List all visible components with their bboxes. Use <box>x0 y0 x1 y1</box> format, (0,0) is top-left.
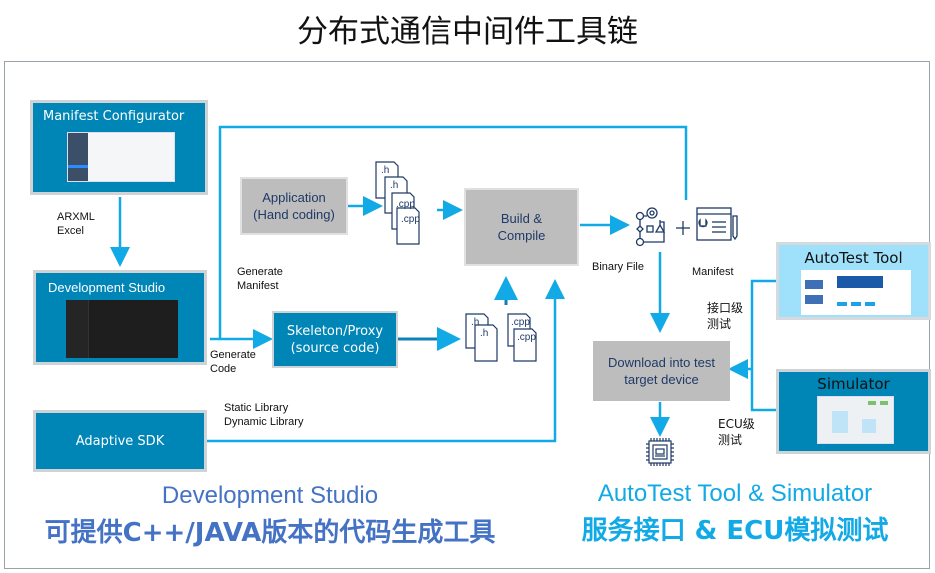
test-text: 测试 <box>707 317 732 331</box>
build-text: Build & <box>500 211 543 226</box>
interface-level-text: 接口级 <box>707 301 744 315</box>
skeleton-proxy-title: Skeleton/Proxy <box>286 323 384 339</box>
file-ext-cpp: .cpp <box>396 199 415 210</box>
generate-code-label: Generate Code <box>210 348 256 376</box>
line-test-bracket <box>750 279 778 412</box>
footer-left-title: Development Studio <box>161 482 379 509</box>
libraries-label: Static Library Dynamic Library <box>224 401 303 429</box>
page-title: 分布式通信中间件工具链 <box>297 14 638 50</box>
code-file-icon <box>474 324 498 362</box>
file-ext-cpp: .cpp <box>401 214 420 225</box>
simulator-box[interactable]: Simulator <box>776 369 931 454</box>
autotest-tool-label: AutoTest Tool <box>804 249 903 267</box>
development-studio-label: Development Studio <box>48 280 166 295</box>
svg-text:.h: .h <box>471 317 479 328</box>
manifest-label: Manifest <box>692 266 734 278</box>
footer-right-subtitle: 服务接口 & ECU模拟测试 <box>581 516 889 546</box>
adaptive-sdk-label: Adaptive SDK <box>75 433 165 449</box>
line-generate-manifest <box>218 125 688 340</box>
svg-text:.cpp: .cpp <box>517 332 536 343</box>
file-ext-h: .h <box>381 165 389 176</box>
plus-icon <box>676 221 690 235</box>
development-studio-box[interactable]: Development Studio <box>33 270 207 365</box>
footer-right: AutoTest Tool & Simulator 服务接口 & ECU模拟测试 <box>560 480 910 547</box>
interface-test-label: 接口级 测试 <box>707 300 743 332</box>
application-box[interactable]: Application (Hand coding) <box>240 177 348 235</box>
skeleton-proxy-box[interactable]: Skeleton/Proxy (source code) <box>272 311 398 368</box>
arrow-sdk-to-build <box>206 279 565 443</box>
download-line-1: Download into test <box>608 355 715 370</box>
arxml-text: ARXML <box>57 211 95 223</box>
build-compile-box[interactable]: Build & Compile <box>464 188 579 266</box>
dynamic-library-text: Dynamic Library <box>224 416 304 428</box>
generate-text: Generate <box>210 349 256 361</box>
code-file-icon <box>513 328 537 362</box>
footer-left: Development Studio 可提供C++/JAVA版本的代码生成工具 <box>20 482 520 549</box>
binary-file-label: Binary File <box>592 261 644 273</box>
ecu-level-text: ECU级 <box>718 417 755 431</box>
download-line-2: target device <box>624 372 699 387</box>
autotest-tool-screenshot <box>801 270 911 315</box>
generate-text: Generate <box>237 266 283 278</box>
excel-text: Excel <box>57 225 84 237</box>
arxml-excel-label: ARXML Excel <box>57 210 95 238</box>
skeleton-proxy-subtitle: (source code) <box>290 340 380 356</box>
manifest-configurator-screenshot <box>67 132 175 182</box>
compile-text: Compile <box>497 228 546 243</box>
simulator-screenshot <box>817 396 894 444</box>
code-file-icon <box>396 207 420 245</box>
download-box[interactable]: Download into test target device <box>593 341 730 401</box>
ecu-test-label: ECU级 测试 <box>718 416 755 448</box>
static-library-text: Static Library <box>224 402 289 414</box>
binary-flow-icon <box>635 207 666 247</box>
manifest-config-icon <box>696 207 738 241</box>
generate-manifest-label: Generate Manifest <box>237 265 283 293</box>
footer-right-title: AutoTest Tool & Simulator <box>597 480 873 507</box>
autotest-tool-box[interactable]: AutoTest Tool <box>776 242 931 320</box>
adaptive-sdk-box[interactable]: Adaptive SDK <box>33 410 207 472</box>
application-subtitle: (Hand coding) <box>253 207 335 222</box>
manifest-text: Manifest <box>237 280 279 292</box>
svg-text:.cpp: .cpp <box>511 317 530 328</box>
svg-text:.h: .h <box>480 328 488 339</box>
code-text: Code <box>210 363 237 375</box>
simulator-label: Simulator <box>817 375 890 393</box>
file-ext-h: .h <box>390 180 398 191</box>
manifest-configurator-box[interactable]: Manifest Configurator <box>30 100 208 195</box>
test-text: 测试 <box>718 433 743 447</box>
footer-left-subtitle: 可提供C++/JAVA版本的代码生成工具 <box>44 518 496 548</box>
manifest-configurator-label: Manifest Configurator <box>43 109 185 124</box>
development-studio-screenshot <box>66 300 178 358</box>
application-title: Application <box>262 190 326 205</box>
